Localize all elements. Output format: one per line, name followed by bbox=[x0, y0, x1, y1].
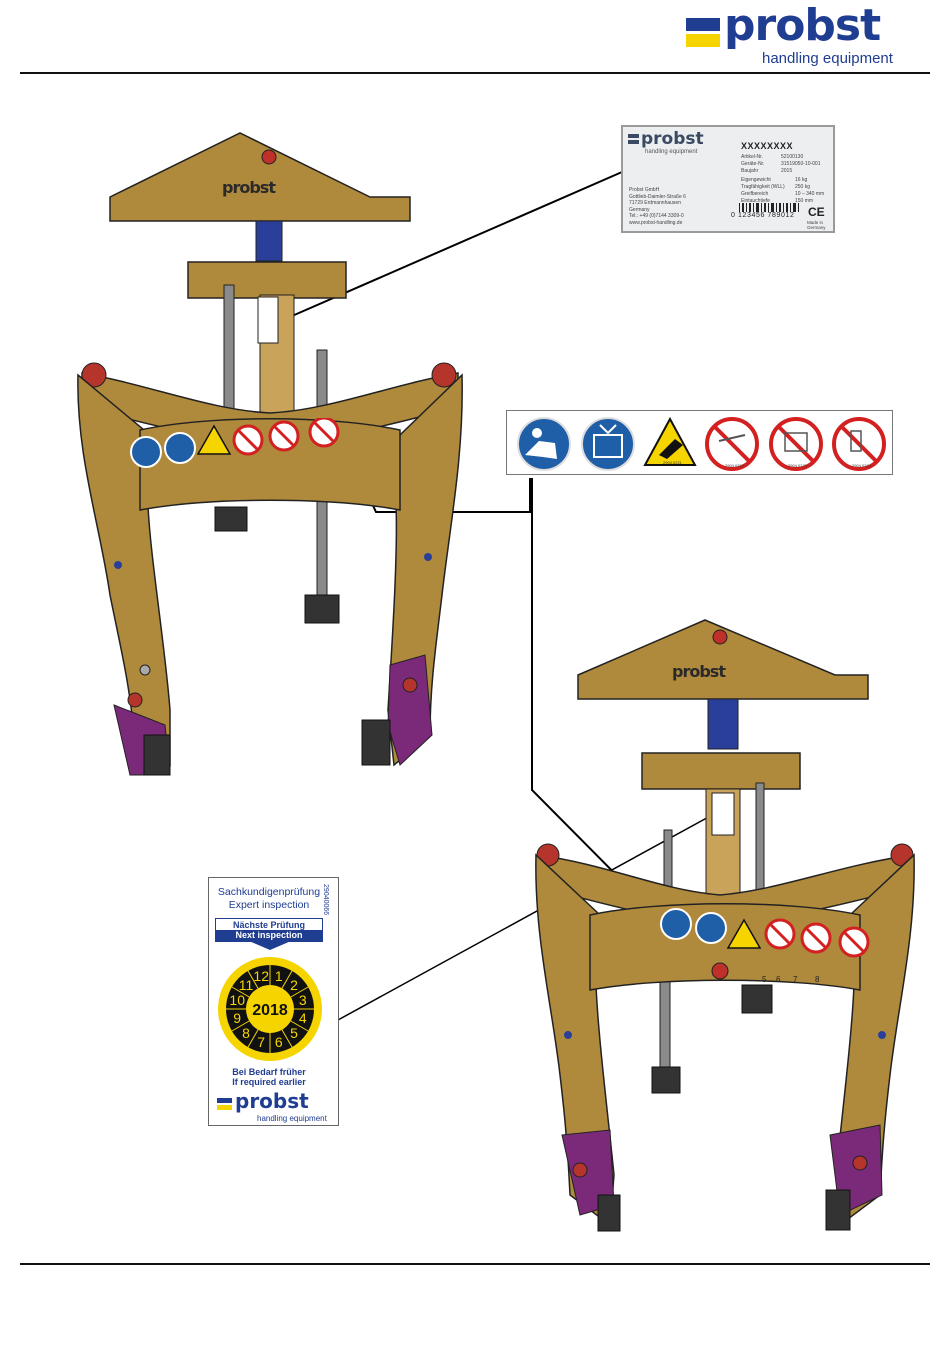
inspection-label: Sachkundigenprüfung Expert inspection 29… bbox=[208, 877, 339, 1126]
inspection-title-en: Expert inspection bbox=[228, 899, 310, 911]
gripper-drawing-large bbox=[77, 132, 463, 776]
inspection-serial: 29040066 bbox=[322, 884, 329, 916]
type-plate: probst handling equipment XXXXXXXX Artik… bbox=[621, 125, 835, 233]
machine-stickers-large bbox=[130, 418, 340, 468]
plate-logo-word: probst bbox=[641, 129, 704, 149]
footer-rule bbox=[20, 1263, 930, 1265]
plate-logo-tagline: handling equipment bbox=[645, 149, 698, 155]
plate-address: Probst GmbH Gottlieb-Daimler-Straße 6 71… bbox=[629, 187, 686, 226]
dial-divider bbox=[281, 1029, 293, 1048]
inspection-title-de: Sachkundigenprüfung bbox=[217, 886, 321, 898]
dial-month: 1 bbox=[275, 968, 283, 984]
dial-month: 3 bbox=[299, 992, 307, 1008]
spec-value: 2015 bbox=[781, 168, 793, 174]
dial-month: 11 bbox=[239, 977, 254, 993]
made-in-line: Germany bbox=[807, 225, 826, 230]
spec-value: 10 – 340 mm bbox=[795, 191, 825, 197]
spec-label: Geräte-Nr. bbox=[741, 161, 765, 167]
prohibition-sign-icon bbox=[832, 417, 886, 471]
made-in: Made in Germany bbox=[807, 220, 826, 230]
read-manual-icon bbox=[517, 417, 571, 471]
logo-mark-icon bbox=[686, 18, 720, 47]
slot-number: 5 bbox=[762, 975, 767, 984]
machine-stickers-small bbox=[660, 908, 870, 958]
next-inspection-en: Next inspection bbox=[216, 930, 322, 941]
safety-sticker-strip: 2904.0221 2904.0222 2904.0223 2904.0224 bbox=[506, 410, 893, 475]
slot-number: 6 bbox=[776, 975, 781, 984]
spec-label: Eintauchtiefe bbox=[741, 198, 770, 204]
prohibition-sign-icon bbox=[769, 417, 823, 471]
made-in-line: Made in bbox=[807, 220, 824, 225]
spec-label: Eigengewicht bbox=[741, 177, 771, 183]
slot-number: 8 bbox=[815, 975, 820, 984]
earlier-de: Bei Bedarf früher bbox=[232, 1067, 306, 1077]
dial-divider bbox=[281, 970, 293, 989]
dial-month: 12 bbox=[253, 968, 269, 984]
dial-month: 10 bbox=[229, 992, 245, 1008]
gripper-logo-large: probst bbox=[222, 178, 276, 197]
barcode-icon bbox=[739, 203, 799, 212]
protective-equipment-icon bbox=[581, 417, 635, 471]
inspection-logo-word: probst bbox=[235, 1089, 309, 1113]
spec-value: 52100130 bbox=[781, 154, 804, 160]
safety-signs bbox=[517, 416, 886, 471]
spec-value: 31519050-10-001 bbox=[781, 161, 821, 167]
sticker-caption: 2904.0222 bbox=[725, 463, 744, 468]
barcode-text: 0 123456 789012 bbox=[731, 212, 795, 219]
address-line: Tel.: +49 (0)7144 3309-0 bbox=[629, 213, 684, 219]
dial-month: 2 bbox=[290, 977, 298, 993]
dial-year: 2018 bbox=[252, 1002, 288, 1019]
spec-label: Greifbereich bbox=[741, 191, 769, 197]
gripper-drawing-small bbox=[535, 619, 915, 1232]
next-inspection-box: Nächste Prüfung Next inspection bbox=[215, 918, 323, 942]
dial-divider bbox=[247, 1029, 259, 1048]
address-line: Gottlieb-Daimler-Straße 6 bbox=[629, 193, 686, 200]
inspection-logo-mark-icon bbox=[217, 1098, 232, 1110]
ce-mark: CE bbox=[808, 205, 825, 219]
dial-month: 9 bbox=[233, 1010, 241, 1026]
earlier-en: If required earlier bbox=[232, 1077, 306, 1087]
dial-month: 4 bbox=[299, 1010, 307, 1026]
spec-label: Artikel-Nr. bbox=[741, 154, 763, 160]
address-line: Germany bbox=[629, 206, 650, 213]
dial-month: 6 bbox=[275, 1034, 283, 1050]
sticker-caption: 2904.0224 bbox=[852, 463, 871, 468]
dial-divider bbox=[247, 970, 259, 989]
dial-divider bbox=[290, 986, 309, 998]
dial-divider bbox=[231, 986, 250, 998]
address-line: Probst GmbH bbox=[629, 187, 660, 193]
header-logo-word: probst bbox=[724, 0, 881, 51]
plate-serial: XXXXXXXX bbox=[741, 141, 794, 151]
spec-value: 250 kg bbox=[795, 184, 811, 190]
slot-number: 7 bbox=[793, 975, 798, 984]
dial-month: 8 bbox=[242, 1025, 250, 1041]
address-line: www.probst-handling.de bbox=[629, 219, 683, 226]
prohibition-sign-icon bbox=[705, 417, 759, 471]
plate-logo-mark-icon bbox=[628, 134, 639, 144]
dial-divider bbox=[231, 1020, 250, 1032]
arrow-down-icon bbox=[249, 941, 291, 950]
address-line: 71729 Erdmannhausen bbox=[629, 200, 681, 206]
dial-month: 5 bbox=[290, 1025, 298, 1041]
header-logo-tagline: handling equipment bbox=[762, 50, 893, 67]
header-rule bbox=[20, 72, 930, 74]
next-inspection-de: Nächste Prüfung bbox=[232, 920, 305, 930]
sticker-caption: 2904.0221 bbox=[663, 460, 682, 465]
inspection-logo-tagline: handling equipment bbox=[257, 1114, 327, 1123]
gripper-logo-small: probst bbox=[672, 662, 726, 681]
spec-label: Baujahr bbox=[741, 168, 759, 174]
dial-month: 7 bbox=[257, 1034, 265, 1050]
hand-crush-warning-icon bbox=[643, 416, 697, 466]
spec-label: Tragfähigkeit (WLL) bbox=[741, 184, 785, 190]
spec-value: 16 kg bbox=[795, 177, 808, 183]
sticker-caption: 2904.0223 bbox=[788, 463, 807, 468]
spec-value: 150 mm bbox=[795, 198, 814, 204]
dial-divider bbox=[290, 1020, 309, 1032]
